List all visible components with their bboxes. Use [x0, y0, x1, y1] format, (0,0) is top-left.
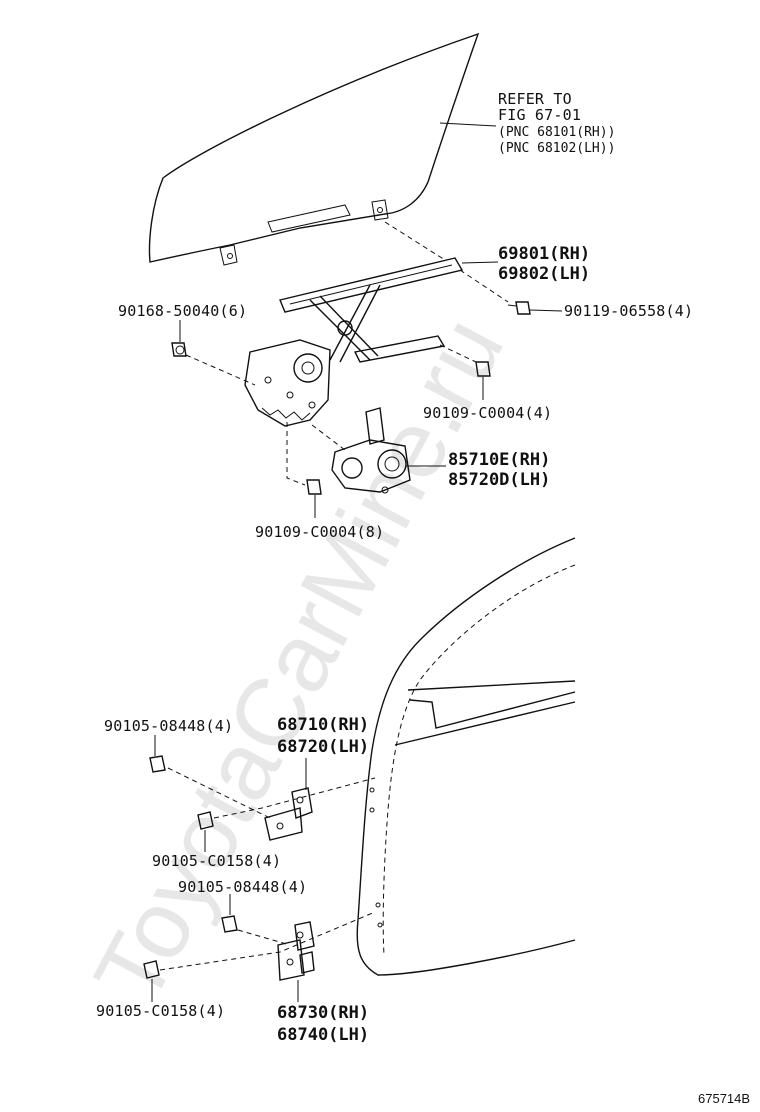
- bolt-90168-50040: [171, 320, 256, 386]
- label-bolt-90105-c0158-a: 90105-C0158(4): [152, 852, 281, 870]
- bolt-90105-c0158-b: [143, 960, 160, 1002]
- window-motor: [311, 407, 411, 494]
- label-hinge-upper-lh: 68720(LH): [277, 737, 369, 757]
- label-hinge-lower-rh: 68730(RH): [277, 1003, 369, 1023]
- refer-line-2: FIG 67-01: [498, 106, 581, 124]
- label-bolt-90109-4: 90109-C0004(4): [423, 404, 552, 422]
- refer-line-4: (PNC 68102(LH)): [498, 141, 615, 156]
- label-bolt-90105-c0158-b: 90105-C0158(4): [96, 1002, 225, 1020]
- label-hinge-lower-lh: 68740(LH): [277, 1025, 369, 1045]
- bolt-90105-08448-a: [149, 735, 166, 773]
- label-regulator-rh: 69801(RH): [498, 244, 590, 264]
- door-glass: [148, 32, 480, 266]
- label-bolt-90119: 90119-06558(4): [564, 302, 693, 320]
- label-motor-lh: 85720D(LH): [448, 470, 550, 490]
- bolt-90109-c0004-8: [286, 422, 322, 518]
- bolt-90119-06558: [459, 269, 563, 315]
- hinge-upper: [167, 758, 376, 841]
- label-motor-rh: 85710E(RH): [448, 450, 550, 470]
- label-regulator-lh: 69802(LH): [498, 264, 590, 284]
- bolt-90105-c0158-a: [197, 811, 214, 852]
- diagram-code: 675714B: [698, 1091, 750, 1106]
- label-bolt-90105-08448-a: 90105-08448(4): [104, 717, 233, 735]
- door-frame: [356, 537, 576, 976]
- refer-line-3: (PNC 68101(RH)): [498, 125, 615, 140]
- window-regulator: [244, 257, 464, 427]
- label-bolt-90168: 90168-50040(6): [118, 302, 247, 320]
- label-hinge-upper-rh: 68710(RH): [277, 715, 369, 735]
- hinge-lower: [159, 911, 376, 1002]
- label-bolt-90105-08448-b: 90105-08448(4): [178, 878, 307, 896]
- bolt-90105-08448-b: [221, 894, 238, 933]
- label-bolt-90109-8: 90109-C0004(8): [255, 523, 384, 541]
- refer-line-1: REFER TO: [498, 90, 572, 108]
- refer-note: REFER TO FIG 67-01 (PNC 68101(RH)) (PNC …: [439, 90, 615, 156]
- bolt-90109-c0004-4: [439, 344, 491, 400]
